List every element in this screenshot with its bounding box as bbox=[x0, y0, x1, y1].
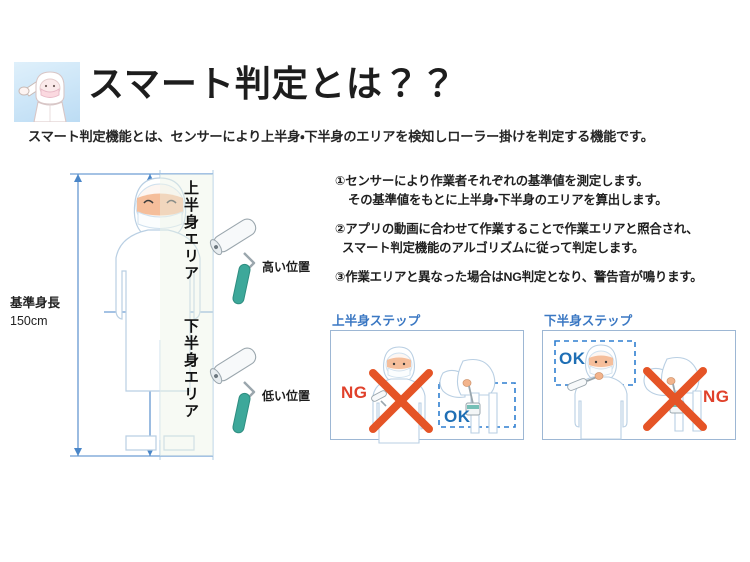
worker-face bbox=[135, 183, 185, 229]
explanation-step-1-line2: その基準値をもとに上半身・下半身のエリアを算出します。 bbox=[348, 192, 668, 207]
lower-body-step-title: 下半身ステップ bbox=[544, 314, 633, 328]
baseline-height-value: 150cm bbox=[10, 314, 48, 329]
explanation-step-2-line2: スマート判定機能のアルゴリズムに従って判定します。 bbox=[342, 240, 645, 255]
standing-worker-face bbox=[587, 350, 615, 376]
explanation-step-3: ③作業エリアと異なった場合はNG判定となり、警告音が鳴ります。 bbox=[335, 268, 745, 287]
explanation-step-1: ①センサーにより作業者それぞれの基準値を測定します。 その基準値をもとに上半身・… bbox=[335, 172, 745, 209]
upper-step-standing-verdict: NG bbox=[341, 383, 368, 402]
baseline-height-title: 基準身長 bbox=[10, 296, 61, 310]
low-position-label: 低い位置 bbox=[262, 389, 311, 403]
upper-body-step-panel: NG OK bbox=[330, 330, 524, 444]
baseline-height-label: 基準身長 150cm bbox=[10, 294, 60, 330]
lower-step-bending-verdict: NG bbox=[703, 387, 730, 406]
upper-area-shade bbox=[160, 174, 213, 312]
ng-cross-mark bbox=[369, 369, 433, 433]
standing-worker-roller-icon bbox=[371, 390, 387, 407]
body-area-diagram bbox=[8, 160, 328, 470]
lower-step-standing-verdict: OK bbox=[559, 349, 586, 368]
high-position-label: 高い位置 bbox=[262, 260, 311, 274]
roller-high-icon bbox=[209, 218, 257, 305]
lower-body-step-panel: OK NG bbox=[542, 330, 736, 440]
page-title: スマート判定とは？？ bbox=[88, 63, 457, 104]
bending-worker-roller-icon bbox=[462, 379, 481, 416]
standing-worker-roller-icon bbox=[567, 372, 604, 391]
roller-low-icon bbox=[209, 347, 257, 434]
upper-body-area-label: 上半身エリア bbox=[182, 180, 199, 282]
lower-area-shade bbox=[160, 312, 213, 456]
explanation-step-1-line1: ①センサーにより作業者それぞれの基準値を測定します。 bbox=[335, 174, 649, 188]
explanation-step-3-line1: ③作業エリアと異なった場合はNG判定となり、警告音が鳴ります。 bbox=[335, 270, 703, 285]
explanation-step-2: ②アプリの動画に合わせて作業することで作業エリアと照合され、 スマート判定機能の… bbox=[335, 220, 745, 257]
page-subtitle: スマート判定機能とは、センサーにより上半身・下半身のエリアを検知しローラー掛けを… bbox=[28, 129, 654, 144]
cleanroom-worker-avatar-icon bbox=[14, 62, 80, 122]
standing-worker-face bbox=[385, 352, 413, 378]
explanation-step-2-line1: ②アプリの動画に合わせて作業することで作業エリアと照合され、 bbox=[335, 222, 699, 237]
ng-cross-mark bbox=[643, 367, 707, 431]
upper-body-step-title: 上半身ステップ bbox=[332, 314, 421, 328]
explanation-steps-list: ①センサーにより作業者それぞれの基準値を測定します。 その基準値をもとに上半身・… bbox=[335, 172, 745, 298]
lower-body-area-label: 下半身エリア bbox=[182, 318, 199, 420]
upper-step-bending-verdict: OK bbox=[444, 407, 471, 426]
